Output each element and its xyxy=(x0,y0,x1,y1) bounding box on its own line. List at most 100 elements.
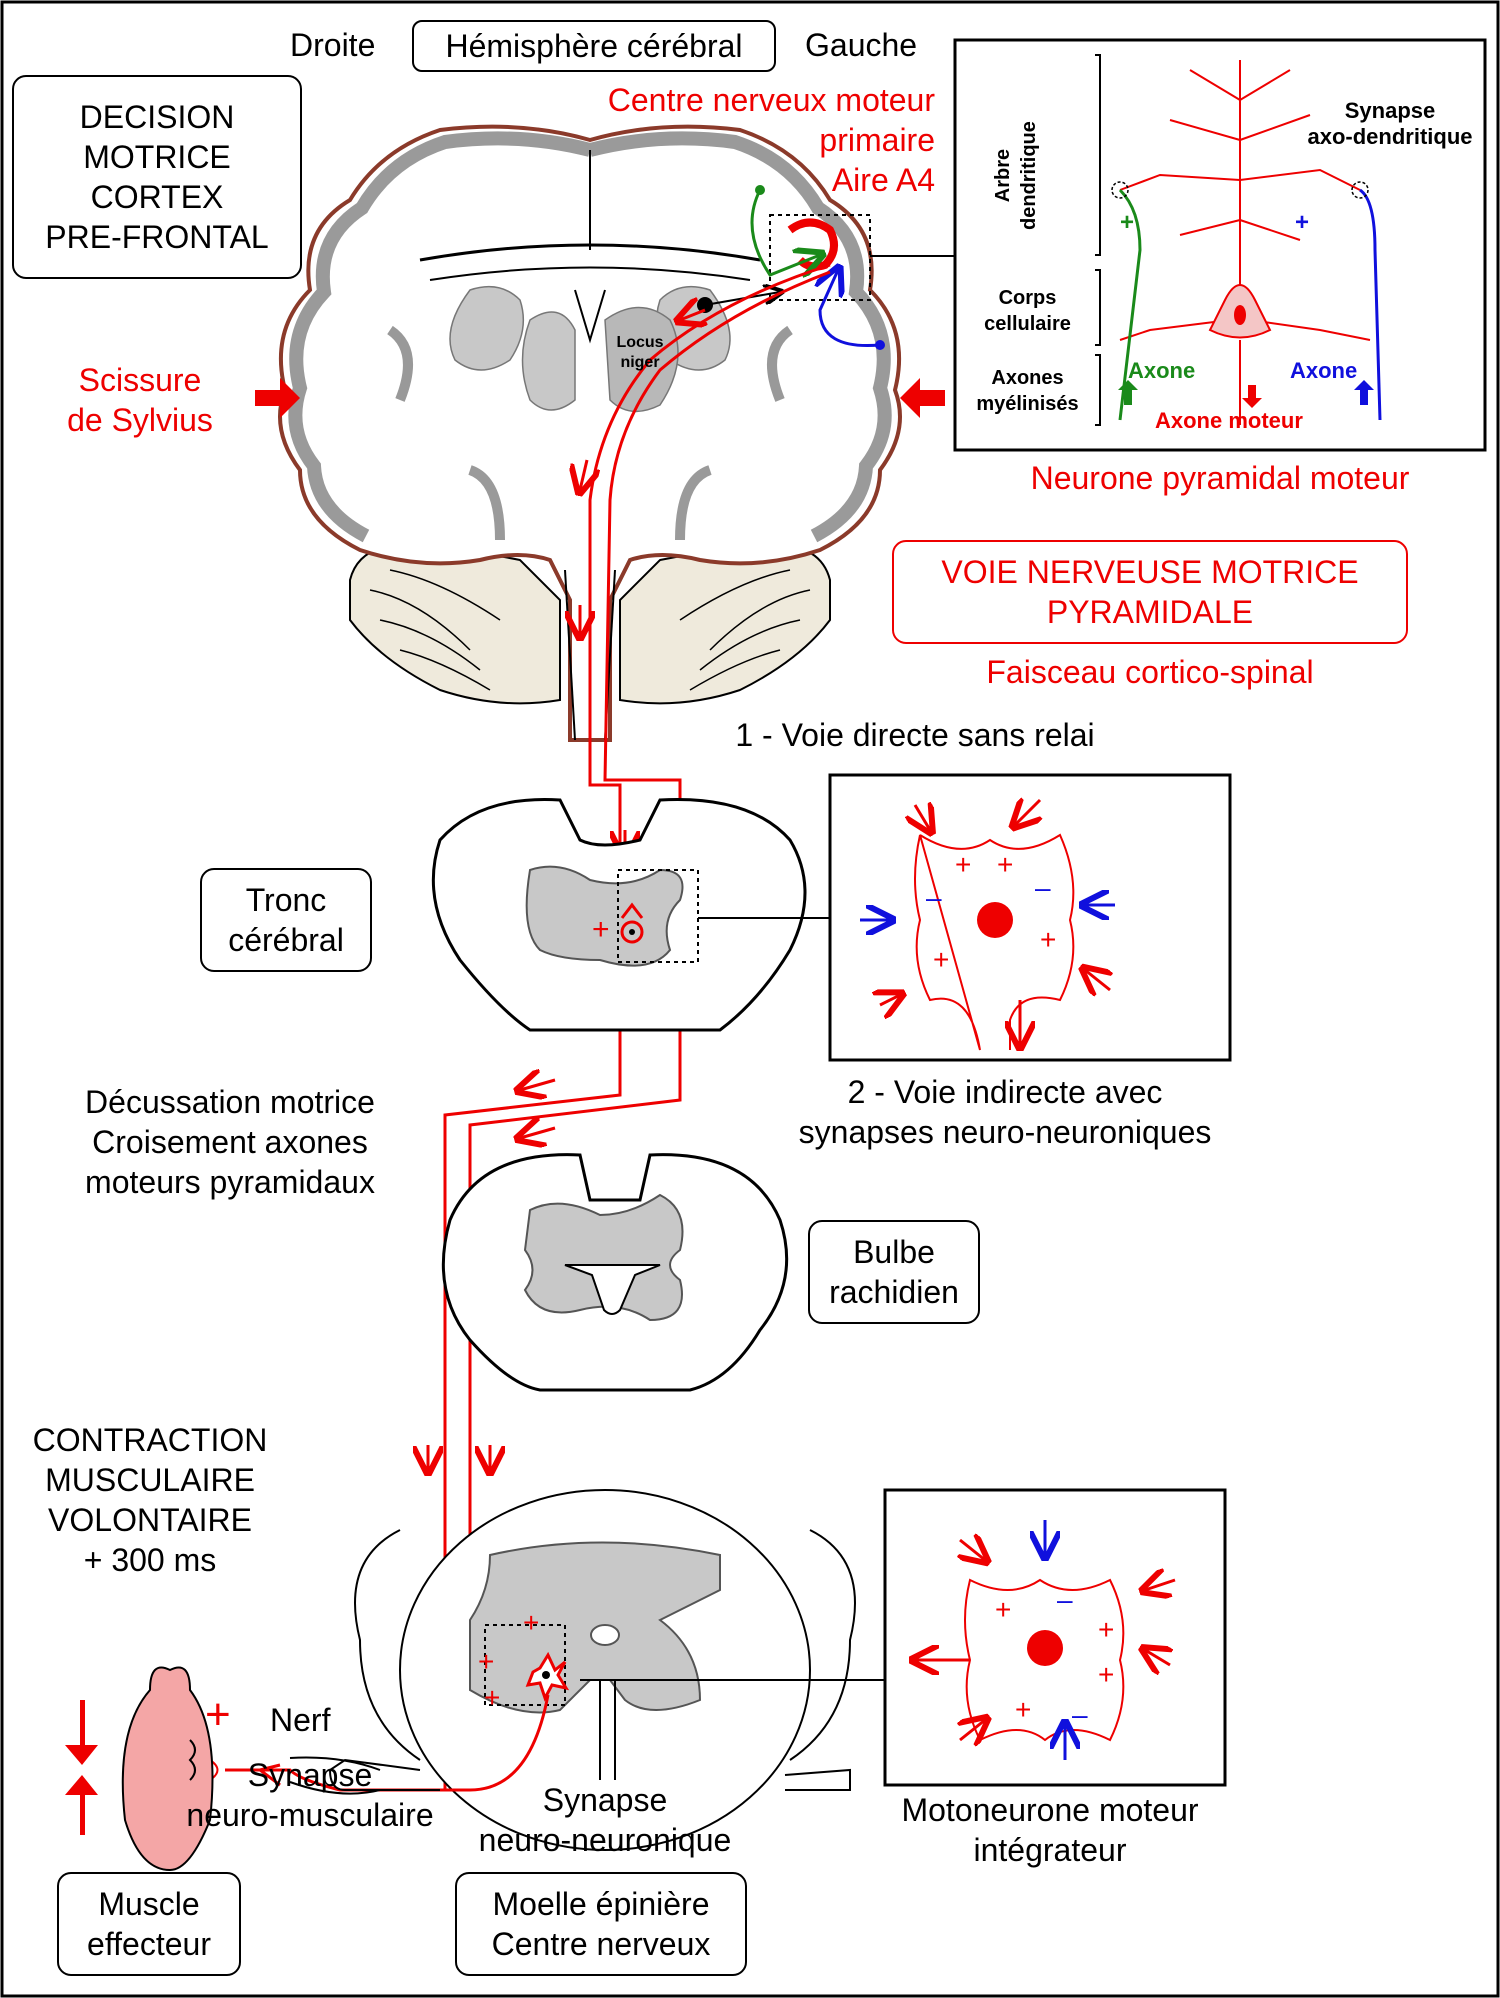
motor-center-line: Centre nerveux moteur xyxy=(607,82,935,118)
neuron-caption: Neurone pyramidal moteur xyxy=(1030,460,1410,496)
sign-plus: + xyxy=(1015,1694,1032,1725)
up-arrow xyxy=(65,1775,98,1835)
decussation-line: moteurs pyramidaux xyxy=(85,1164,375,1200)
moelle-line: Centre nerveux xyxy=(491,1926,711,1962)
axones-line: Axones xyxy=(991,367,1064,389)
pathway-line: PYRAMIDALE xyxy=(1046,594,1254,630)
bulbe-box: Bulbe rachidien xyxy=(808,1220,980,1324)
decision-box: DECISION MOTRICE CORTEX PRE-FRONTAL xyxy=(12,75,302,279)
brain-coronal-section xyxy=(278,124,955,742)
motoneurone-line: intégrateur xyxy=(973,1832,1127,1868)
sign-plus: + xyxy=(933,944,950,975)
arbre-line: dendritique xyxy=(1018,121,1040,230)
thalamus-left xyxy=(521,311,576,411)
sign-plus: + xyxy=(955,849,972,880)
axones-line: myélinisés xyxy=(976,393,1079,415)
neuron-inset xyxy=(953,38,1487,452)
left-side-label: Gauche xyxy=(805,27,918,63)
synapse-inset-3 xyxy=(883,1488,1227,1787)
sylvius-arrow-left xyxy=(255,378,300,418)
synapse-nn-line: Synapse xyxy=(542,1782,668,1818)
axone-moteur-label: Axone moteur xyxy=(1155,408,1303,433)
pyramidal-pathway xyxy=(443,263,831,1792)
corps-line: cellulaire xyxy=(984,313,1071,335)
decision-line: CORTEX xyxy=(90,179,224,215)
voie-indirecte-line: 2 - Voie indirecte avec xyxy=(847,1074,1163,1110)
muscle-line: Muscle xyxy=(98,1886,200,1922)
cerebellum xyxy=(349,543,561,705)
synapse-nn-label: Synapse neuro-neuronique xyxy=(455,1780,755,1860)
hemisphere-box: Hémisphère cérébral xyxy=(412,20,776,72)
sign-plus: + xyxy=(1098,1614,1115,1645)
synapse-nn-line: neuro-neuronique xyxy=(478,1822,732,1858)
pathway-line: VOIE NERVEUSE MOTRICE xyxy=(941,554,1359,590)
axones-label: Axones myélinisés xyxy=(965,365,1090,417)
arbre-line: Arbre xyxy=(992,148,1014,203)
plus-blue: + xyxy=(1295,209,1310,236)
sign-minus: – xyxy=(926,882,942,913)
contraction-line: CONTRACTION xyxy=(32,1422,268,1458)
axon-path-1 xyxy=(443,263,831,1792)
synapse-inset-2 xyxy=(828,773,1232,1062)
sign-minus: – xyxy=(1057,1584,1073,1615)
right-side-label: Droite xyxy=(290,27,376,63)
tronc-box: Tronc cérébral xyxy=(200,868,372,972)
locus-niger-label: Locus niger xyxy=(605,333,675,373)
synapse-axo-label: Synapse axo-dendritique xyxy=(1300,98,1480,150)
sylvius-line: Scissure xyxy=(78,362,202,398)
sylvius-arrow-right xyxy=(900,378,945,418)
muscle-plus: + xyxy=(205,1690,231,1739)
bulbe-line: rachidien xyxy=(829,1274,959,1310)
cerebellum-folia xyxy=(369,569,811,691)
sign-plus: + xyxy=(484,1682,501,1713)
sign-plus: + xyxy=(997,849,1014,880)
sign-plus: + xyxy=(478,1646,495,1677)
decision-line: MOTRICE xyxy=(83,139,231,175)
motor-center-line: Aire A4 xyxy=(831,162,935,198)
bulbe-line: Bulbe xyxy=(853,1234,935,1270)
corps-line: Corps xyxy=(998,287,1057,309)
axone-blue-label: Axone xyxy=(1290,358,1358,383)
motor-center-line: primaire xyxy=(819,122,935,158)
synapse-nm-label: Synapse neuro-musculaire xyxy=(160,1755,460,1835)
plus-green: + xyxy=(1120,209,1135,236)
moelle-box: Moelle épinière Centre nerveux xyxy=(455,1872,747,1976)
corpus-callosum xyxy=(419,243,761,262)
locus-niger-line: Locus xyxy=(616,334,664,351)
contraction-line: VOLONTAIRE xyxy=(48,1502,252,1538)
synapse-axo-line: Synapse xyxy=(1344,98,1436,123)
decision-line: PRE-FRONTAL xyxy=(45,219,269,255)
sign-plus: + xyxy=(523,1607,540,1638)
muscle-box: Muscle effecteur xyxy=(57,1872,241,1976)
bulbe-section xyxy=(441,1153,789,1392)
down-arrow xyxy=(65,1700,98,1765)
locus-niger-region xyxy=(604,306,679,413)
synapse-axo-line: axo-dendritique xyxy=(1307,124,1473,149)
voie-indirecte-line: synapses neuro-neuroniques xyxy=(798,1114,1212,1150)
basal-ganglia-left xyxy=(449,285,525,371)
sign-plus: + xyxy=(995,1594,1012,1625)
sign-plus: + xyxy=(1098,1659,1115,1690)
cerebellum xyxy=(619,543,831,705)
muscle-line: effecteur xyxy=(87,1926,211,1962)
motoneurone-label: Motoneurone moteur intégrateur xyxy=(860,1790,1240,1870)
sign-minus: – xyxy=(1072,1699,1088,1730)
brainstem-plus: + xyxy=(592,913,610,946)
corps-label: Corps cellulaire xyxy=(965,285,1090,337)
pathway-box: VOIE NERVEUSE MOTRICE PYRAMIDALE xyxy=(892,540,1408,644)
nerf-label: Nerf xyxy=(270,1702,331,1738)
sign-plus: + xyxy=(1040,924,1057,955)
voie-indirecte-label: 2 - Voie indirecte avec synapses neuro-n… xyxy=(760,1072,1250,1152)
faisceau-label: Faisceau cortico-spinal xyxy=(986,654,1314,690)
spinal-cord-section xyxy=(204,1489,885,1851)
sign-minus: – xyxy=(1035,872,1051,903)
sylvius-label: Scissure de Sylvius xyxy=(40,360,240,440)
voie-directe-label: 1 - Voie directe sans relai xyxy=(735,717,1095,753)
sylvius-line: de Sylvius xyxy=(67,402,213,438)
hemisphere-label: Hémisphère cérébral xyxy=(445,28,743,64)
synapse-nm-line: neuro-musculaire xyxy=(186,1797,434,1833)
moelle-line: Moelle épinière xyxy=(492,1886,710,1922)
locus-niger-line: niger xyxy=(620,354,660,371)
decussation-label: Décussation motrice Croisement axones mo… xyxy=(40,1082,420,1202)
